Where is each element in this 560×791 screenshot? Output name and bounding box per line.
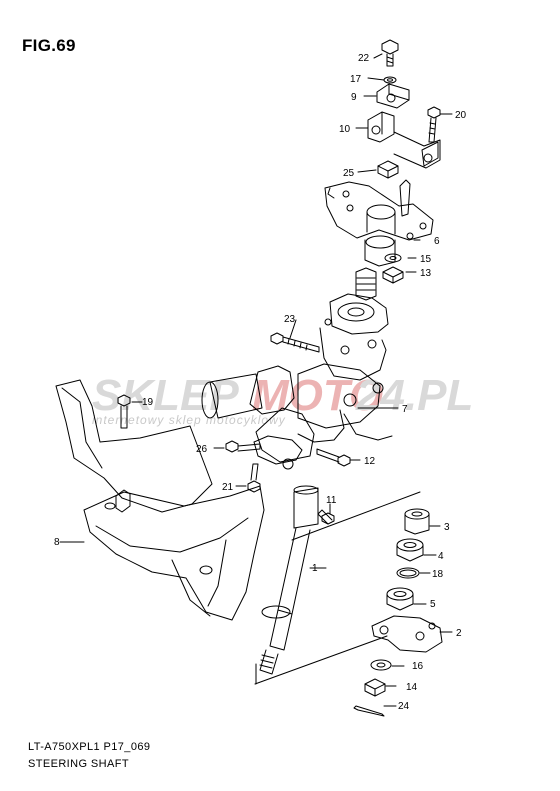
watermark-brand-c: 24.PL [355,371,473,420]
part-12-bolt [316,448,351,467]
callout-20: 20 [455,110,467,121]
part-1-steering-shaft [259,485,319,675]
callout-22: 22 [358,53,370,64]
figure-title: FIG.69 [22,36,76,55]
callout-1: 1 [312,563,318,574]
part-26-bolt [225,440,261,453]
part-10-handlebar-clamp [367,111,441,169]
callout-2: 2 [456,628,462,639]
part-4-bearing [396,538,424,562]
callout-11: 11 [326,495,337,506]
callout-25: 25 [343,168,355,179]
part-19-bolt [117,394,131,429]
callout-6: 6 [434,236,440,247]
figure-code: LT-A750XPL1 P17_069 [28,741,151,753]
callout-23: 23 [284,314,296,325]
callout-13: 13 [420,268,432,279]
callout-14: 14 [406,682,418,693]
callout-labels: 22 17 9 10 20 25 6 15 13 23 19 7 26 12 2… [54,53,467,712]
part-6-upper-bracket [324,179,434,267]
callout-5: 5 [430,599,436,610]
callout-19: 19 [142,397,154,408]
callout-9: 9 [351,92,357,103]
callout-4: 4 [438,551,444,562]
part-25-nut [377,160,399,179]
part-16-washer [370,659,392,671]
part-9-clamp-cap [376,83,410,109]
callout-12: 12 [364,456,376,467]
callout-10: 10 [339,124,351,135]
callout-24: 24 [398,701,410,712]
part-15-washer [384,253,402,263]
callout-8: 8 [54,537,60,548]
watermark-brand-a: SKLEP [92,371,239,420]
part-17-washer [383,76,397,84]
part-2-lower-bracket [371,615,443,653]
callout-17: 17 [350,74,362,85]
part-14-nut [364,678,386,697]
part-18-o-ring [396,567,420,579]
part-13-nut [382,266,404,284]
callout-18: 18 [432,569,444,580]
part-8-steering-guard [55,379,265,621]
part-20-bolt [427,106,441,143]
watermark-tagline: internetowy sklep motocyklowy [92,413,286,427]
callout-21: 21 [222,482,234,493]
part-3-bushing [404,508,430,535]
callout-16: 16 [412,661,424,672]
callout-3: 3 [444,522,450,533]
part-22-bolt [381,39,399,67]
callout-26: 26 [196,444,208,455]
part-24-cotter-pin [353,705,385,717]
callout-15: 15 [420,254,432,265]
part-5-bearing [386,587,414,611]
part-7-power-steering-unit [201,187,393,470]
part-23-bolt [270,332,320,353]
part-11-bolt [317,509,335,525]
figure-name: STEERING SHAFT [28,758,129,770]
callout-7: 7 [402,404,408,415]
